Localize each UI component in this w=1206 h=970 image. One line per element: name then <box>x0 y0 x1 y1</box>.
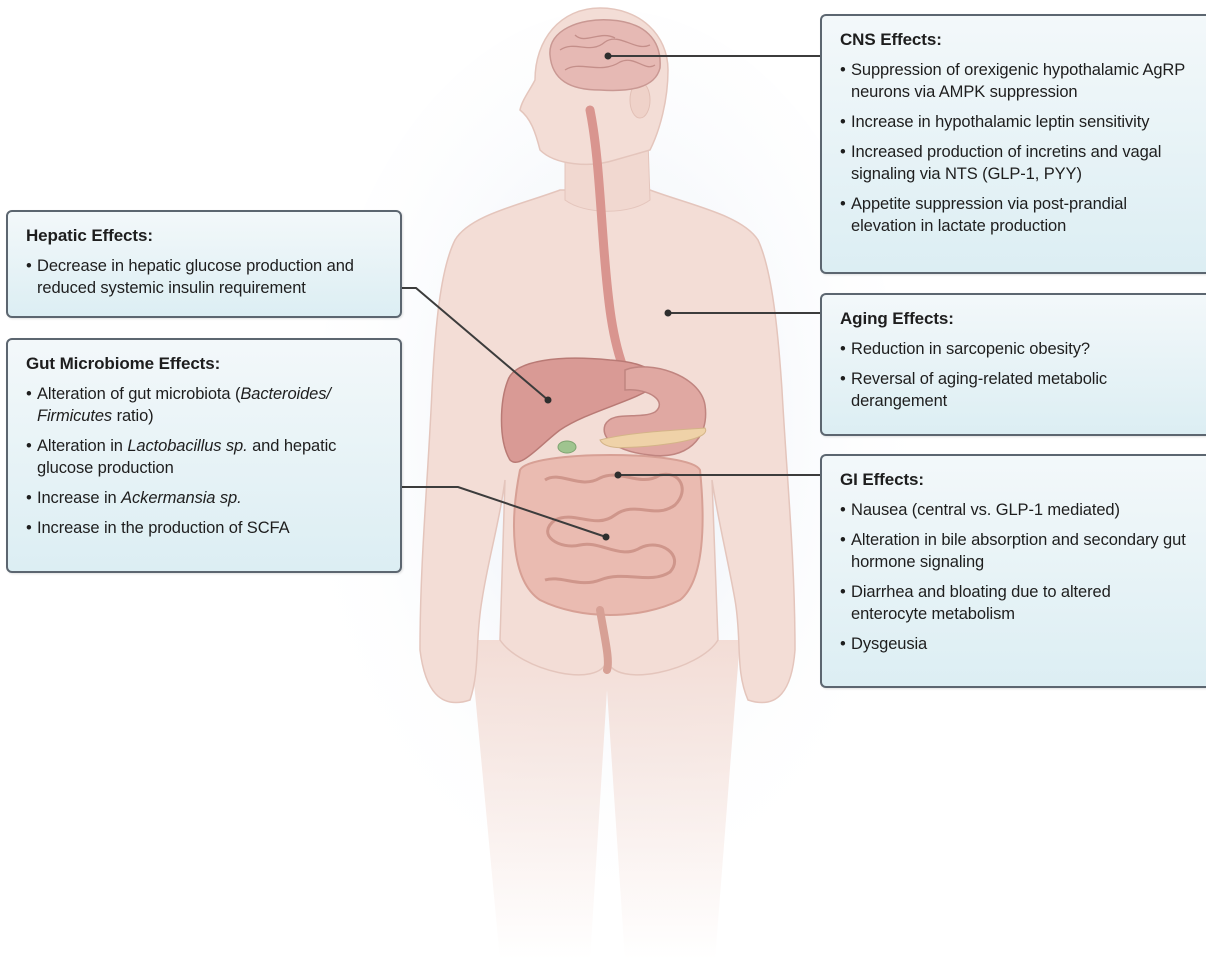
list-item: Diarrhea and bloating due to altered ent… <box>840 581 1190 625</box>
list-item: Dysgeusia <box>840 633 1190 655</box>
aging-effects-panel: Aging Effects: Reduction in sarcopenic o… <box>820 293 1206 436</box>
gi-effects-list: Nausea (central vs. GLP-1 mediated) Alte… <box>840 499 1190 655</box>
hepatic-effects-list: Decrease in hepatic glucose production a… <box>26 255 384 299</box>
gut-microbiome-effects-list: Alteration of gut microbiota (Bacteroide… <box>26 383 384 539</box>
aging-effects-title: Aging Effects: <box>840 309 1190 329</box>
list-item: Increase in Ackermansia sp. <box>26 487 384 509</box>
gut-microbiome-effects-title: Gut Microbiome Effects: <box>26 354 384 374</box>
list-item: Increased production of incretins and va… <box>840 141 1190 185</box>
list-item: Decrease in hepatic glucose production a… <box>26 255 384 299</box>
cns-effects-title: CNS Effects: <box>840 30 1190 50</box>
aging-effects-list: Reduction in sarcopenic obesity? Reversa… <box>840 338 1190 412</box>
list-item: Increase in the production of SCFA <box>26 517 384 539</box>
gut-microbiome-effects-panel: Gut Microbiome Effects: Alteration of gu… <box>6 338 402 573</box>
list-item: Alteration of gut microbiota (Bacteroide… <box>26 383 384 427</box>
list-item: Appetite suppression via post-prandial e… <box>840 193 1190 237</box>
list-item: Reduction in sarcopenic obesity? <box>840 338 1190 360</box>
hepatic-effects-title: Hepatic Effects: <box>26 226 384 246</box>
list-item: Suppression of orexigenic hypothalamic A… <box>840 59 1190 103</box>
gi-effects-title: GI Effects: <box>840 470 1190 490</box>
gi-effects-panel: GI Effects: Nausea (central vs. GLP-1 me… <box>820 454 1206 688</box>
list-item: Alteration in bile absorption and second… <box>840 529 1190 573</box>
cns-effects-panel: CNS Effects: Suppression of orexigenic h… <box>820 14 1206 274</box>
list-item: Alteration in Lactobacillus sp. and hepa… <box>26 435 384 479</box>
list-item: Reversal of aging-related metabolic dera… <box>840 368 1190 412</box>
cns-effects-list: Suppression of orexigenic hypothalamic A… <box>840 59 1190 237</box>
hepatic-effects-panel: Hepatic Effects: Decrease in hepatic glu… <box>6 210 402 318</box>
list-item: Increase in hypothalamic leptin sensitiv… <box>840 111 1190 133</box>
list-item: Nausea (central vs. GLP-1 mediated) <box>840 499 1190 521</box>
